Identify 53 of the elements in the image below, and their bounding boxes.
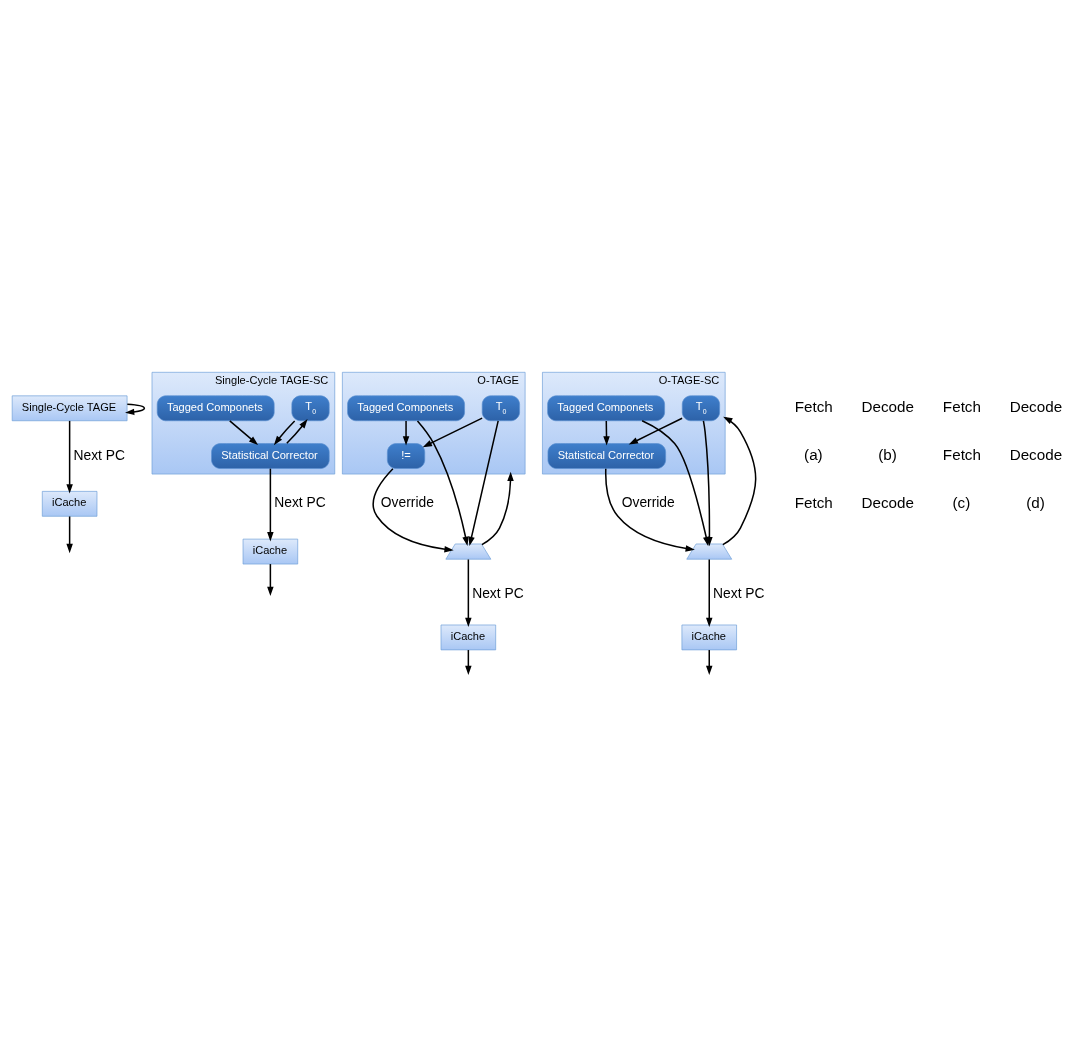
arrow [416,419,469,546]
arrow [267,562,274,596]
edge-label: Next PC [274,493,326,510]
arrow [706,558,713,627]
label: Fetch [794,493,833,511]
node-box: Statistical Corrector [547,442,666,469]
arrow [604,467,695,552]
label: Decode [861,397,915,415]
edge-label: Next PC [713,584,765,601]
node-box: Tagged Componets [347,395,465,421]
arrow [66,515,73,553]
label: (c) [952,493,971,511]
label: (d) [1026,493,1045,511]
label: Decode [1009,445,1063,463]
arrow [481,471,514,545]
edge-label: Override [621,493,675,510]
arrow [372,467,454,552]
node-box: T$_{0}$ [681,395,720,421]
edge-label: Next PC [472,584,524,601]
arrow [229,419,259,445]
node-box: iCache [41,490,98,517]
arrow [422,416,483,447]
arrow [66,419,73,494]
label: Fetch [942,445,981,463]
arrow [465,558,472,627]
label: (a) [804,445,823,463]
label: Fetch [942,397,981,415]
arrow [641,419,710,546]
edge-label: Override [380,493,434,510]
node-box: iCache [242,538,299,564]
node-box: T$_{0}$ [481,395,520,421]
arrow [722,416,757,545]
label: (b) [878,445,897,463]
arrow [125,402,146,415]
node-box: Single-Cycle TAGE [11,395,128,421]
arrow [286,418,308,444]
node-box: T$_{0}$ [291,395,330,421]
arrow [273,419,296,445]
label: Fetch [794,397,833,415]
label: Decode [861,493,915,511]
edge-label: Next PC [73,446,125,463]
node-box: != [387,442,426,469]
arrow [468,419,499,546]
node-box: iCache [440,624,497,650]
arrow [706,648,713,675]
arrow [402,419,410,446]
node-box: iCache [681,624,737,650]
label: Decode [1009,397,1063,415]
node-box: Tagged Componets [156,395,275,421]
arrow [267,467,274,541]
node-box: Tagged Componets [547,395,665,421]
arrow [628,417,683,445]
node-box: Statistical Corrector [211,442,330,469]
